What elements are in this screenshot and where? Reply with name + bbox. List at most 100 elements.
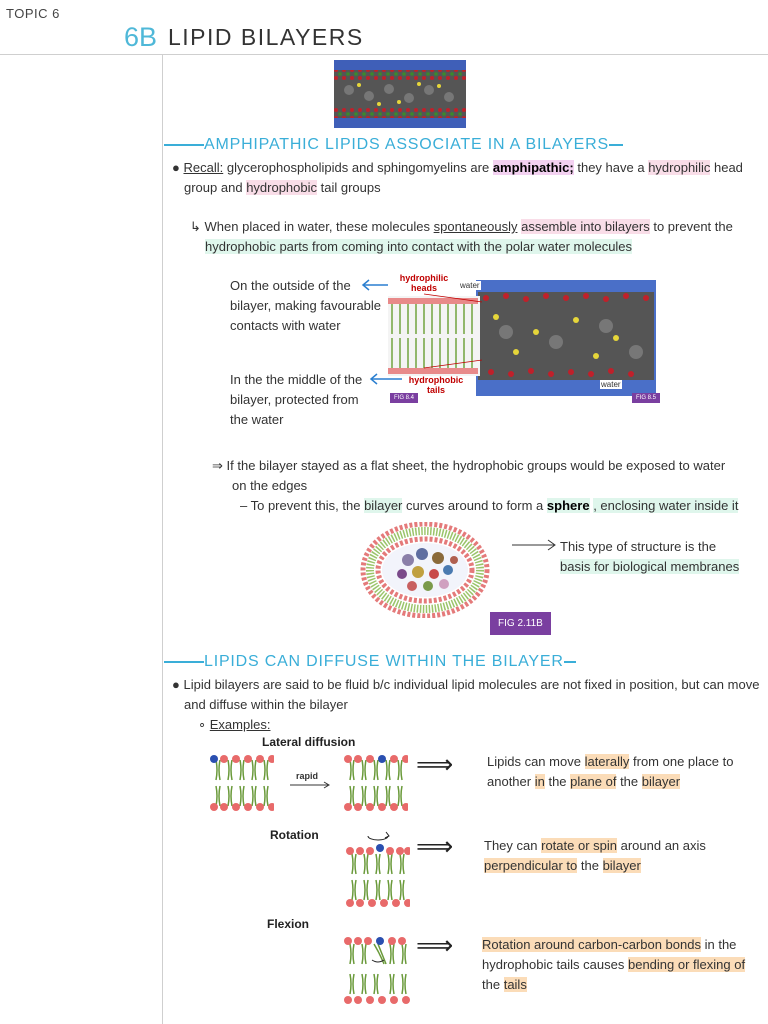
flat-sheet-line2: on the edges xyxy=(232,478,308,493)
label-line: hydrophilic xyxy=(399,273,449,283)
middle-note: In the the middle of the bilayer, protec… xyxy=(230,370,390,430)
lateral-text-5: the xyxy=(620,774,639,789)
bullet-dot: ● xyxy=(172,160,180,175)
water-assembly-line2: hydrophobic parts from coming into conta… xyxy=(205,237,633,257)
sub-bullet-icon: ∘ xyxy=(198,717,207,732)
bending-term: bending or flexing of xyxy=(627,957,746,972)
spontaneously-term: spontaneously xyxy=(433,219,518,234)
tails-term: tails xyxy=(503,977,527,992)
rotation-label: Rotation xyxy=(270,828,319,842)
rotate-term: rotate or spin xyxy=(541,838,617,853)
rotation-text-3: the xyxy=(580,858,599,873)
perpendicular-term: perpendicular to xyxy=(484,858,578,873)
double-arrow-icon: ⟹ xyxy=(416,831,454,861)
lateral-text-4: the xyxy=(548,774,567,789)
sphere-note-highlight: basis for biological membranes xyxy=(560,559,740,574)
bilayer-molecular-image xyxy=(334,60,466,128)
fluid-text-2: and diffuse within the bilayer xyxy=(184,697,348,712)
page-title: LIPID BILAYERS xyxy=(168,24,364,50)
fig-tag-a: FIG 8.4 xyxy=(390,393,419,403)
water-label-top: water xyxy=(459,281,481,290)
recall-text-4: group and xyxy=(184,180,243,195)
fig-tag-b: FIG 8.5 xyxy=(632,393,661,403)
lateral-text-3: another xyxy=(487,774,532,789)
bullet-dot: ● xyxy=(172,677,180,692)
laterally-term: laterally xyxy=(584,754,630,769)
double-arrow-icon: ⟹ xyxy=(416,930,454,960)
lateral-diagram-before xyxy=(210,754,276,812)
sphere-term: sphere xyxy=(546,498,590,513)
hydrophilic-term: hydrophilic xyxy=(648,160,711,175)
middle-note-line: In the the middle of the xyxy=(230,372,363,387)
flexion-diagram xyxy=(344,934,410,1006)
flexion-text-2: hydrophobic tails causes xyxy=(482,957,625,972)
prevent-text-2: curves around to form a xyxy=(406,498,544,513)
flexion-note: Rotation around carbon-carbon bonds in t… xyxy=(482,935,762,955)
middle-note-line: bilayer, protected from xyxy=(230,392,359,407)
water-assembly-note: ↳ When placed in water, these molecules … xyxy=(190,217,760,237)
section2-heading-text: LIPIDS CAN DIFFUSE WITHIN THE BILAYER xyxy=(204,653,564,670)
liposome-figure xyxy=(360,521,490,619)
heading-bar-right xyxy=(608,144,623,146)
recall-word: Recall: xyxy=(183,160,224,175)
lateral-diagram-after xyxy=(344,754,410,812)
label-line: heads xyxy=(410,283,437,293)
margin-line xyxy=(162,54,163,1024)
prevent-note: – To prevent this, the bilayer curves ar… xyxy=(240,496,765,516)
assembly-text-3: to prevent the xyxy=(653,219,733,234)
lateral-note-line2: another in the plane of the bilayer xyxy=(487,772,757,792)
middle-note-line: the water xyxy=(230,412,284,427)
lateral-diffusion-label: Lateral diffusion xyxy=(262,735,356,749)
prevent-text-1: – To prevent this, the xyxy=(240,498,361,513)
recall-text-3: head xyxy=(713,160,743,175)
arrow-right-icon xyxy=(290,781,330,789)
label-line: tails xyxy=(426,385,445,395)
assembly-text-1: When placed in water, these molecules xyxy=(204,219,430,234)
recall-text-1: glycerophospholipids and sphingomyelins … xyxy=(226,160,490,175)
sphere-note-line: This type of structure is the xyxy=(560,539,717,554)
topic-label: TOPIC 6 xyxy=(6,6,60,21)
water-label-bottom: water xyxy=(600,380,622,389)
outside-note-line: bilayer, making favourable xyxy=(230,298,382,313)
hydrophobic-contact-text: hydrophobic parts from coming into conta… xyxy=(205,239,633,254)
bilayer-term: bilayer xyxy=(602,858,641,873)
section1-heading: AMPHIPATHIC LIPIDS ASSOCIATE IN A BILAYE… xyxy=(164,136,623,154)
hydrophobic-term: hydrophobic xyxy=(246,180,318,195)
fluid-text-1: Lipid bilayers are said to be fluid b/c … xyxy=(183,677,760,692)
rotation-text-2: around an axis xyxy=(620,838,706,853)
heading-bar-left xyxy=(164,144,204,146)
recall-text-5: tail groups xyxy=(320,180,381,195)
in-term: in xyxy=(534,774,545,789)
lateral-note: Lipids can move laterally from one place… xyxy=(487,752,757,772)
bilayer-term: bilayer xyxy=(364,498,403,513)
recall-bullet-line2: group and hydrophobic tail groups xyxy=(184,178,754,198)
flexion-text-1: in the xyxy=(704,937,737,952)
examples-word: Examples: xyxy=(209,717,271,732)
plane-term: plane of xyxy=(570,774,617,789)
rapid-label: rapid xyxy=(296,771,319,781)
hydrophilic-heads-label: hydrophilic heads xyxy=(396,273,452,293)
carbon-bond-term: Rotation around carbon-carbon bonds xyxy=(482,937,701,952)
label-line: hydrophobic xyxy=(408,375,464,385)
sphere-note: This type of structure is the basis for … xyxy=(560,537,760,577)
prevent-text-3: , enclosing water inside it xyxy=(593,498,739,513)
lateral-text-1: Lipids can move xyxy=(487,754,581,769)
bilayer-term: bilayer xyxy=(641,774,681,789)
rotation-note: They can rotate or spin around an axis xyxy=(484,836,754,856)
rotation-diagram xyxy=(346,828,412,908)
recall-bullet: ● Recall: glycerophospholipids and sphin… xyxy=(172,158,762,178)
outside-note: On the outside of the bilayer, making fa… xyxy=(230,276,390,336)
flexion-note-line2: hydrophobic tails causes bending or flex… xyxy=(482,955,762,975)
double-arrow-icon: ⟹ xyxy=(416,749,454,779)
arrow-left-icon xyxy=(361,279,388,291)
amphipathic-term: amphipathic; xyxy=(492,160,574,175)
fig-sphere-tag: FIG 2.11B xyxy=(490,612,551,635)
bilayer-figure xyxy=(386,272,658,404)
flexion-text-3: the xyxy=(482,977,501,992)
assemble-bilayers-term: assemble into bilayers xyxy=(521,219,650,234)
heading-bar-left xyxy=(164,661,204,663)
section2-heading: LIPIDS CAN DIFFUSE WITHIN THE BILAYER xyxy=(164,653,576,671)
sphere-note-line2: basis for biological membranes xyxy=(560,557,760,577)
implies-arrow-icon: ⇒ xyxy=(212,458,223,473)
hydrophobic-tails-label: hydrophobic tails xyxy=(406,375,466,395)
